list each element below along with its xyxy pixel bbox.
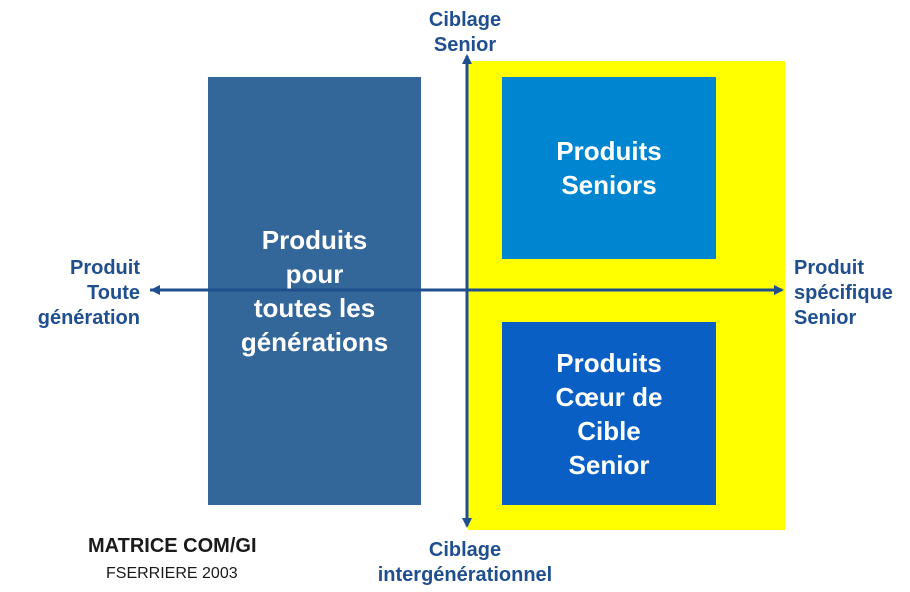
box-line: pour — [285, 259, 344, 289]
label-line: Toute — [87, 282, 140, 304]
label-line: Senior — [433, 34, 497, 56]
box-produits-coeur-de-cible: Produits Cœur de Cible Senior — [502, 322, 716, 505]
axis-label-top: Ciblage Senior — [405, 8, 525, 58]
axis-label-left: Produit Toute génération — [10, 256, 140, 331]
matrix-title: MATRICE COM/GI — [88, 535, 257, 557]
label-line: Ciblage — [428, 9, 502, 31]
label-line: génération — [37, 307, 140, 329]
box-line: Produits — [556, 347, 662, 378]
box-produits-seniors: Produits Seniors — [502, 77, 716, 259]
axis-label-bottom: Ciblage intergénérationnel — [345, 538, 585, 588]
box-line: Senior — [568, 449, 650, 480]
label-line: Senior — [794, 307, 857, 329]
box-line: générations — [240, 327, 389, 357]
axis-label-right: Produit spécifique Senior — [794, 256, 910, 331]
label-line: Ciblage — [428, 539, 502, 561]
box-line: Cible — [577, 415, 641, 446]
box-line: Produits — [556, 136, 662, 166]
matrix-author: FSERRIERE 2003 — [106, 565, 238, 582]
label-line: intergénérationnel — [377, 564, 553, 586]
box-line: toutes les — [253, 293, 376, 323]
label-line: Produit — [70, 257, 140, 279]
box-line: Produits — [261, 225, 368, 255]
box-line: Cœur de — [555, 381, 663, 412]
box-line: Seniors — [561, 170, 657, 200]
label-line: Produit — [794, 257, 864, 279]
label-line: spécifique — [794, 282, 893, 304]
